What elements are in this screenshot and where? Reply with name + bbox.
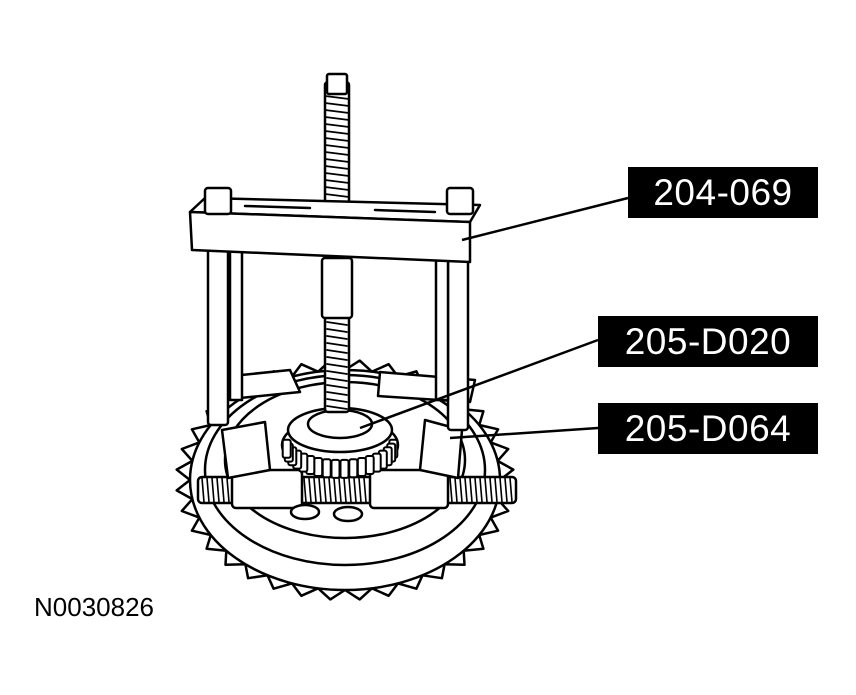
puller-cross-bar [188, 186, 482, 264]
figure-id: N0030826 [34, 592, 154, 622]
bearing [280, 406, 400, 479]
leader-lines [359, 196, 629, 440]
callout-205-D020: 205-D020 [598, 316, 818, 367]
lower-cross-bar [196, 468, 518, 523]
callout-204-069: 204-069 [628, 167, 818, 218]
callout-205-D064: 205-D064 [598, 403, 818, 454]
